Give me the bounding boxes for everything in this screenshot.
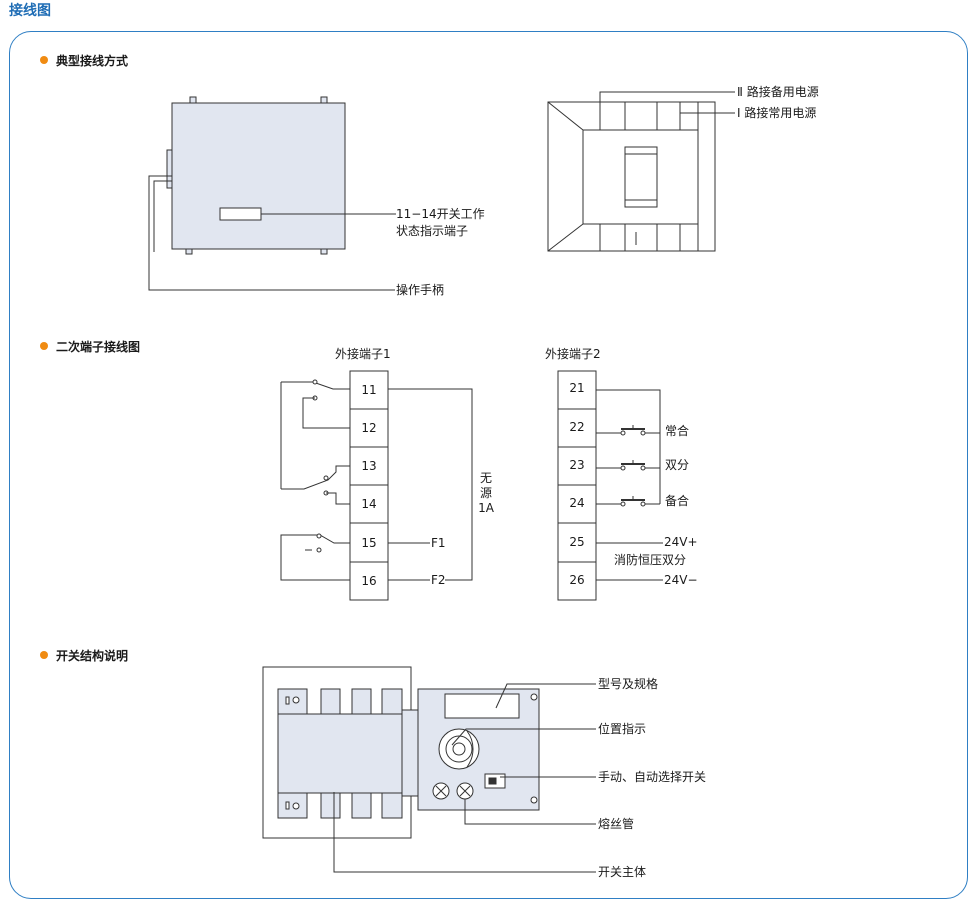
- terminal-15: 15: [361, 536, 376, 550]
- status-indicator-terminal: [219, 207, 262, 221]
- terminal-24: 24: [569, 496, 584, 510]
- label-status-line1: 11−14开关工作: [396, 207, 485, 221]
- terminal-block-2: 外接端子2 21 22 23 24 25 26 常合: [545, 346, 698, 601]
- switch-front-view: 11−14开关工作 状态指示端子 操作手柄: [148, 96, 485, 297]
- label-source-1: Ⅰ 路接常用电源: [737, 105, 816, 120]
- model-plate: [444, 693, 520, 719]
- switch-top-view: Ⅱ 路接备用电源 Ⅰ 路接常用电源: [547, 84, 819, 252]
- label-status-line2: 状态指示端子: [396, 223, 468, 238]
- label-position-indicator: 位置指示: [598, 721, 646, 736]
- label-model-spec: 型号及规格: [598, 676, 658, 691]
- switch-structure-view: 型号及规格 位置指示 手动、自动选择开关 熔丝管 开关主体: [262, 666, 706, 879]
- bullet-icon: [40, 56, 48, 64]
- terminal-21: 21: [569, 381, 584, 395]
- section-typical-wiring: 典型接线方式: [40, 52, 128, 69]
- terminal-14: 14: [361, 497, 376, 511]
- label-passive-3: 1A: [478, 501, 495, 515]
- label-passive-1: 无: [480, 471, 492, 485]
- terminal-11: 11: [361, 383, 376, 397]
- terminal-22: 22: [569, 420, 584, 434]
- terminal-25: 25: [569, 535, 584, 549]
- terminal2-title: 外接端子2: [545, 346, 601, 361]
- terminal-23: 23: [569, 458, 584, 472]
- page-title: 接线图: [9, 3, 51, 19]
- terminal-block-1: 外接端子1 11 12 13 14 15 16 F1 F2 无: [280, 346, 495, 601]
- label-f2: F2: [431, 573, 446, 587]
- section-switch-structure: 开关结构说明: [40, 647, 128, 664]
- label-handle: 操作手柄: [396, 282, 444, 297]
- label-switch-body: 开关主体: [598, 865, 646, 879]
- label-passive-2: 源: [480, 486, 492, 500]
- label-fire-constant-voltage: 消防恒压双分: [614, 552, 686, 567]
- terminal-12: 12: [361, 421, 376, 435]
- label-manual-auto-selector: 手动、自动选择开关: [598, 770, 706, 784]
- label-24v-minus: 24V−: [664, 573, 698, 587]
- label-beihe: 备合: [665, 493, 689, 508]
- label-fuse: 熔丝管: [598, 816, 634, 831]
- label-changhe: 常合: [665, 423, 689, 438]
- bullet-icon: [40, 651, 48, 659]
- label-f1: F1: [431, 536, 446, 550]
- terminal1-title: 外接端子1: [335, 346, 391, 361]
- label-24v-plus: 24V+: [664, 535, 698, 549]
- terminal-16: 16: [361, 574, 376, 588]
- content-frame: [9, 31, 968, 899]
- label-source-2: Ⅱ 路接备用电源: [737, 84, 819, 99]
- terminal-13: 13: [361, 459, 376, 473]
- section-secondary-terminal: 二次端子接线图: [40, 338, 140, 355]
- terminal-26: 26: [569, 573, 584, 587]
- label-shuangfen: 双分: [665, 458, 689, 472]
- bullet-icon: [40, 342, 48, 350]
